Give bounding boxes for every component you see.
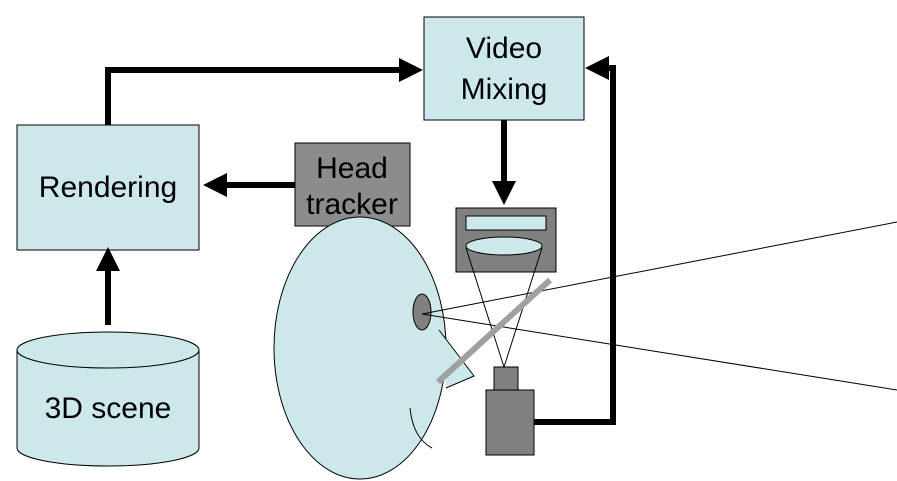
projection-line-left <box>465 247 505 368</box>
camera-lens <box>493 366 519 391</box>
rendering-box <box>16 124 200 251</box>
video-mixing-box <box>423 16 585 121</box>
head-tracker-block: Head tracker <box>294 142 411 227</box>
mouth <box>409 407 433 449</box>
video-mixing-block: Video Mixing <box>423 16 585 121</box>
head-tracker-label-line2: tracker <box>306 188 398 221</box>
video-mixing-label-line2: Mixing <box>461 73 548 106</box>
head-outline <box>273 216 447 480</box>
rendering-to-mixing-arrow <box>105 58 423 125</box>
display-screen <box>465 215 547 231</box>
head-tracker-box <box>294 142 411 227</box>
user-head <box>273 216 475 480</box>
scene-database-block: 3D scene <box>16 331 200 467</box>
display-lens <box>465 236 543 256</box>
head-tracker-label-line1: Head <box>316 152 388 185</box>
scene-cylinder-top <box>16 331 200 369</box>
eye <box>412 293 432 331</box>
video-mixing-label-line1: Video <box>466 32 542 65</box>
view-line-lower <box>421 313 897 391</box>
hmd-display-unit <box>455 207 557 273</box>
camera-to-mixing-arrow <box>534 56 616 425</box>
rendering-label: Rendering <box>39 171 177 204</box>
scene-label: 3D scene <box>45 392 172 425</box>
video-camera <box>485 366 535 456</box>
rendering-block: Rendering <box>16 124 200 251</box>
camera-body <box>485 389 535 456</box>
combiner-mirror <box>435 277 553 385</box>
view-line-upper <box>421 221 897 315</box>
scene-cylinder-body <box>16 350 200 467</box>
